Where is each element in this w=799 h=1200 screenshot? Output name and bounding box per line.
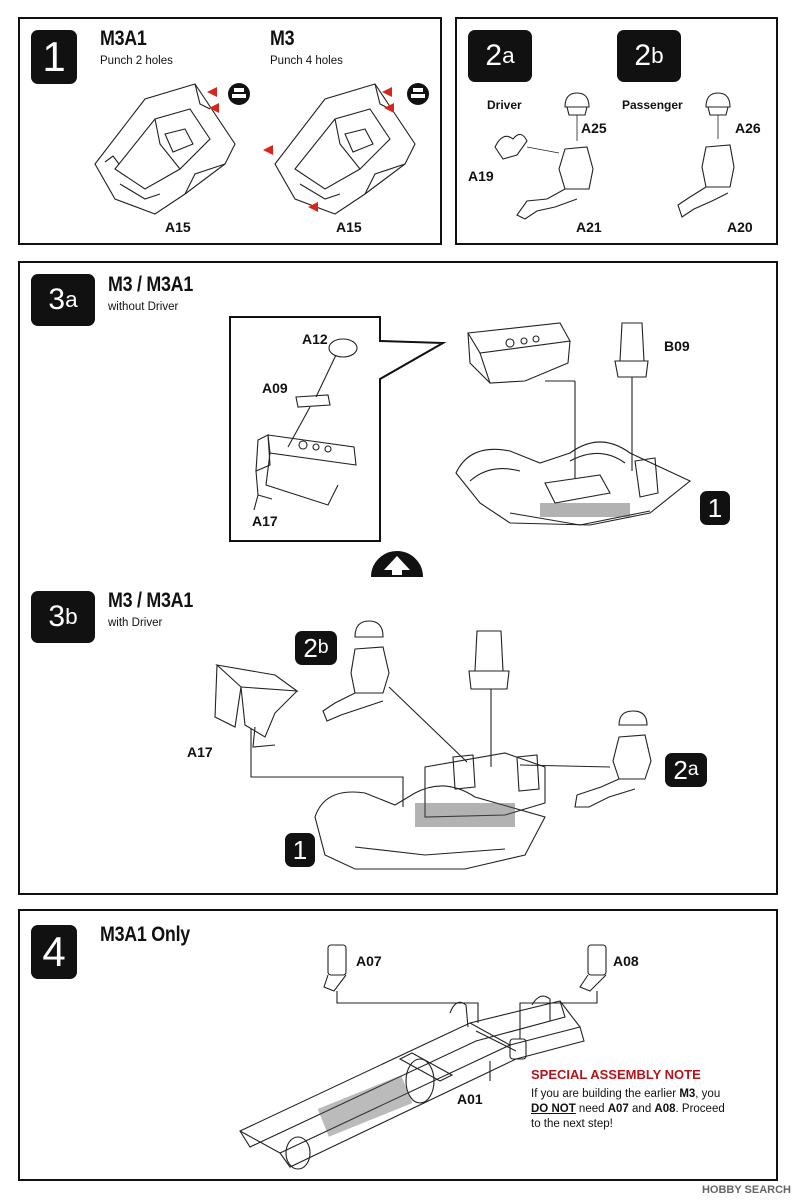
step3b-ref-2a-letter: a	[687, 758, 699, 781]
part-label-a08: A08	[613, 953, 639, 969]
step1-left-subtitle: Punch 2 holes	[100, 55, 173, 67]
part-label-a01: A01	[457, 1091, 483, 1107]
part-label-a25: A25	[581, 120, 607, 136]
step3b-ref-step1-badge: 1	[285, 833, 315, 867]
step3b-ref-2a-number: 2	[673, 755, 688, 785]
step2a-number: 2	[485, 39, 503, 72]
step1-right-part-label: A15	[336, 219, 362, 235]
punch-marker-right-2	[384, 103, 394, 113]
step4-title: M3A1 Only	[100, 923, 190, 946]
special-note-body: If you are building the earlier M3, you …	[531, 1087, 731, 1132]
step3b-title: M3 / M3A1	[108, 589, 193, 612]
part-label-a09: A09	[262, 380, 288, 396]
note-line1b: M3	[679, 1088, 696, 1100]
driver-label: Driver	[487, 98, 522, 112]
note-line3: to the next step!	[531, 1118, 613, 1130]
part-label-a17-3b: A17	[187, 744, 213, 760]
step3b-ref-2b-letter: b	[317, 636, 329, 659]
punch-marker-right-3	[263, 145, 273, 155]
passenger-figure-drawing	[677, 92, 735, 218]
driver-figure-drawing	[494, 92, 594, 220]
step3b-ref-step1: 1	[292, 835, 308, 865]
note-line2b: need	[575, 1103, 608, 1115]
part-label-a20: A20	[727, 219, 753, 235]
frame-drawing-a01	[239, 944, 607, 1170]
part-label-a17-3a: A17	[252, 513, 278, 529]
part-label-a26: A26	[735, 120, 761, 136]
step2b-letter: b	[651, 42, 664, 68]
step3a-letter: a	[65, 286, 78, 312]
step3a-subtitle: without Driver	[108, 301, 179, 313]
note-line2d: and	[628, 1103, 655, 1115]
part-label-a19: A19	[468, 168, 494, 184]
step3a-number: 3	[48, 283, 66, 316]
punch-marker-left-1	[207, 87, 217, 97]
step3a-ref-step1: 1	[707, 493, 723, 523]
part-label-b09: B09	[664, 338, 690, 354]
punch-marker-right-1	[382, 87, 392, 97]
step3a-title: M3 / M3A1	[108, 273, 193, 296]
step4-badge: 4	[31, 925, 77, 979]
step1-left-view-icon	[228, 83, 250, 105]
chassis-drawing-3a	[455, 322, 692, 526]
step1-left-title: M3A1	[100, 27, 147, 50]
punch-marker-right-4	[308, 202, 318, 212]
note-line2c: A07	[607, 1103, 629, 1115]
part-label-a07: A07	[356, 953, 382, 969]
step1-right-view-icon	[407, 83, 429, 105]
step1-number: 1	[42, 33, 66, 80]
note-line2e: A08	[654, 1103, 676, 1115]
passenger-label: Passenger	[622, 98, 683, 112]
step3b-number: 3	[48, 600, 66, 633]
hull-drawing-m3a1	[94, 83, 236, 215]
chassis-drawing-3b	[214, 620, 652, 870]
step1-badge: 1	[31, 30, 77, 84]
watermark: HOBBY SEARCH	[701, 1184, 791, 1196]
detail-callout-frame	[229, 316, 447, 542]
special-note-title: SPECIAL ASSEMBLY NOTE	[531, 1067, 701, 1082]
step1-left-part-label: A15	[165, 219, 191, 235]
note-line1a: If you are building the earlier	[531, 1088, 680, 1100]
punch-marker-left-2	[209, 103, 219, 113]
part-label-a12: A12	[302, 331, 328, 347]
step3a-ref-step1-badge: 1	[700, 491, 730, 525]
note-line2f: . Proceed	[675, 1103, 725, 1115]
step3b-letter: b	[65, 603, 78, 629]
step1-right-subtitle: Punch 4 holes	[270, 55, 343, 67]
note-line2a: DO NOT	[531, 1103, 576, 1115]
part-label-a21: A21	[576, 219, 602, 235]
step3b-subtitle: with Driver	[108, 617, 163, 629]
step4-panel: 4 M3A1 Only	[18, 909, 778, 1181]
step4-number: 4	[42, 928, 66, 975]
step1-right-title: M3	[270, 27, 295, 50]
note-line1c: , you	[695, 1088, 721, 1100]
step3b-ref-2b-number: 2	[303, 633, 318, 663]
hull-drawing-m3	[274, 83, 416, 215]
step2a-letter: a	[502, 42, 515, 68]
step2b-number: 2	[634, 39, 652, 72]
step1-panel: 1 M3A1 Punch 2 holes M3 Punch 4 holes A1…	[18, 17, 442, 245]
